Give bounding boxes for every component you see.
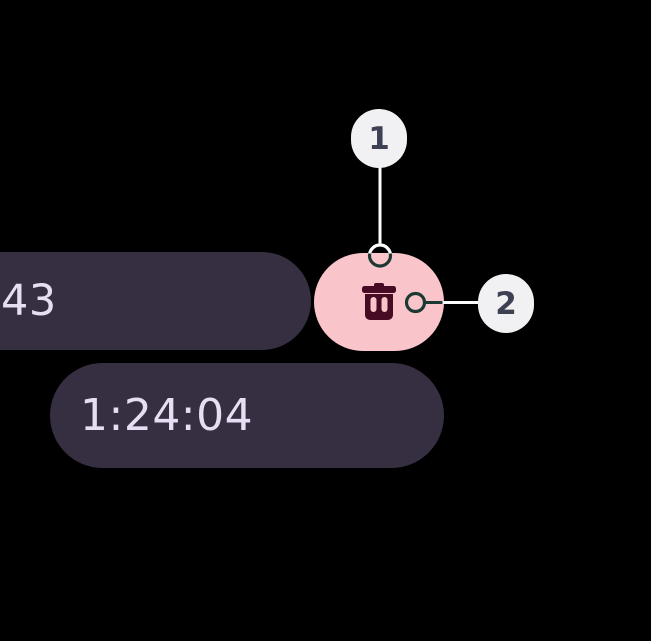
callout-2-label: 2 xyxy=(495,285,517,322)
trash-icon-lid xyxy=(362,286,396,293)
time-pill: 1:24:04 xyxy=(50,363,444,468)
trash-icon xyxy=(362,283,396,320)
callout-1-label: 1 xyxy=(368,120,390,157)
trash-icon-slot-right xyxy=(381,297,388,312)
time-pill-partial-text: 43 xyxy=(1,276,57,326)
trash-icon-slot-left xyxy=(370,297,377,312)
trash-icon-body xyxy=(365,294,393,320)
delete-button[interactable] xyxy=(314,253,444,351)
time-pill-partial: 43 xyxy=(0,252,311,350)
time-pill-text: 1:24:04 xyxy=(80,390,254,441)
callout-2-badge: 2 xyxy=(478,274,534,333)
callout-1-badge: 1 xyxy=(351,109,407,168)
